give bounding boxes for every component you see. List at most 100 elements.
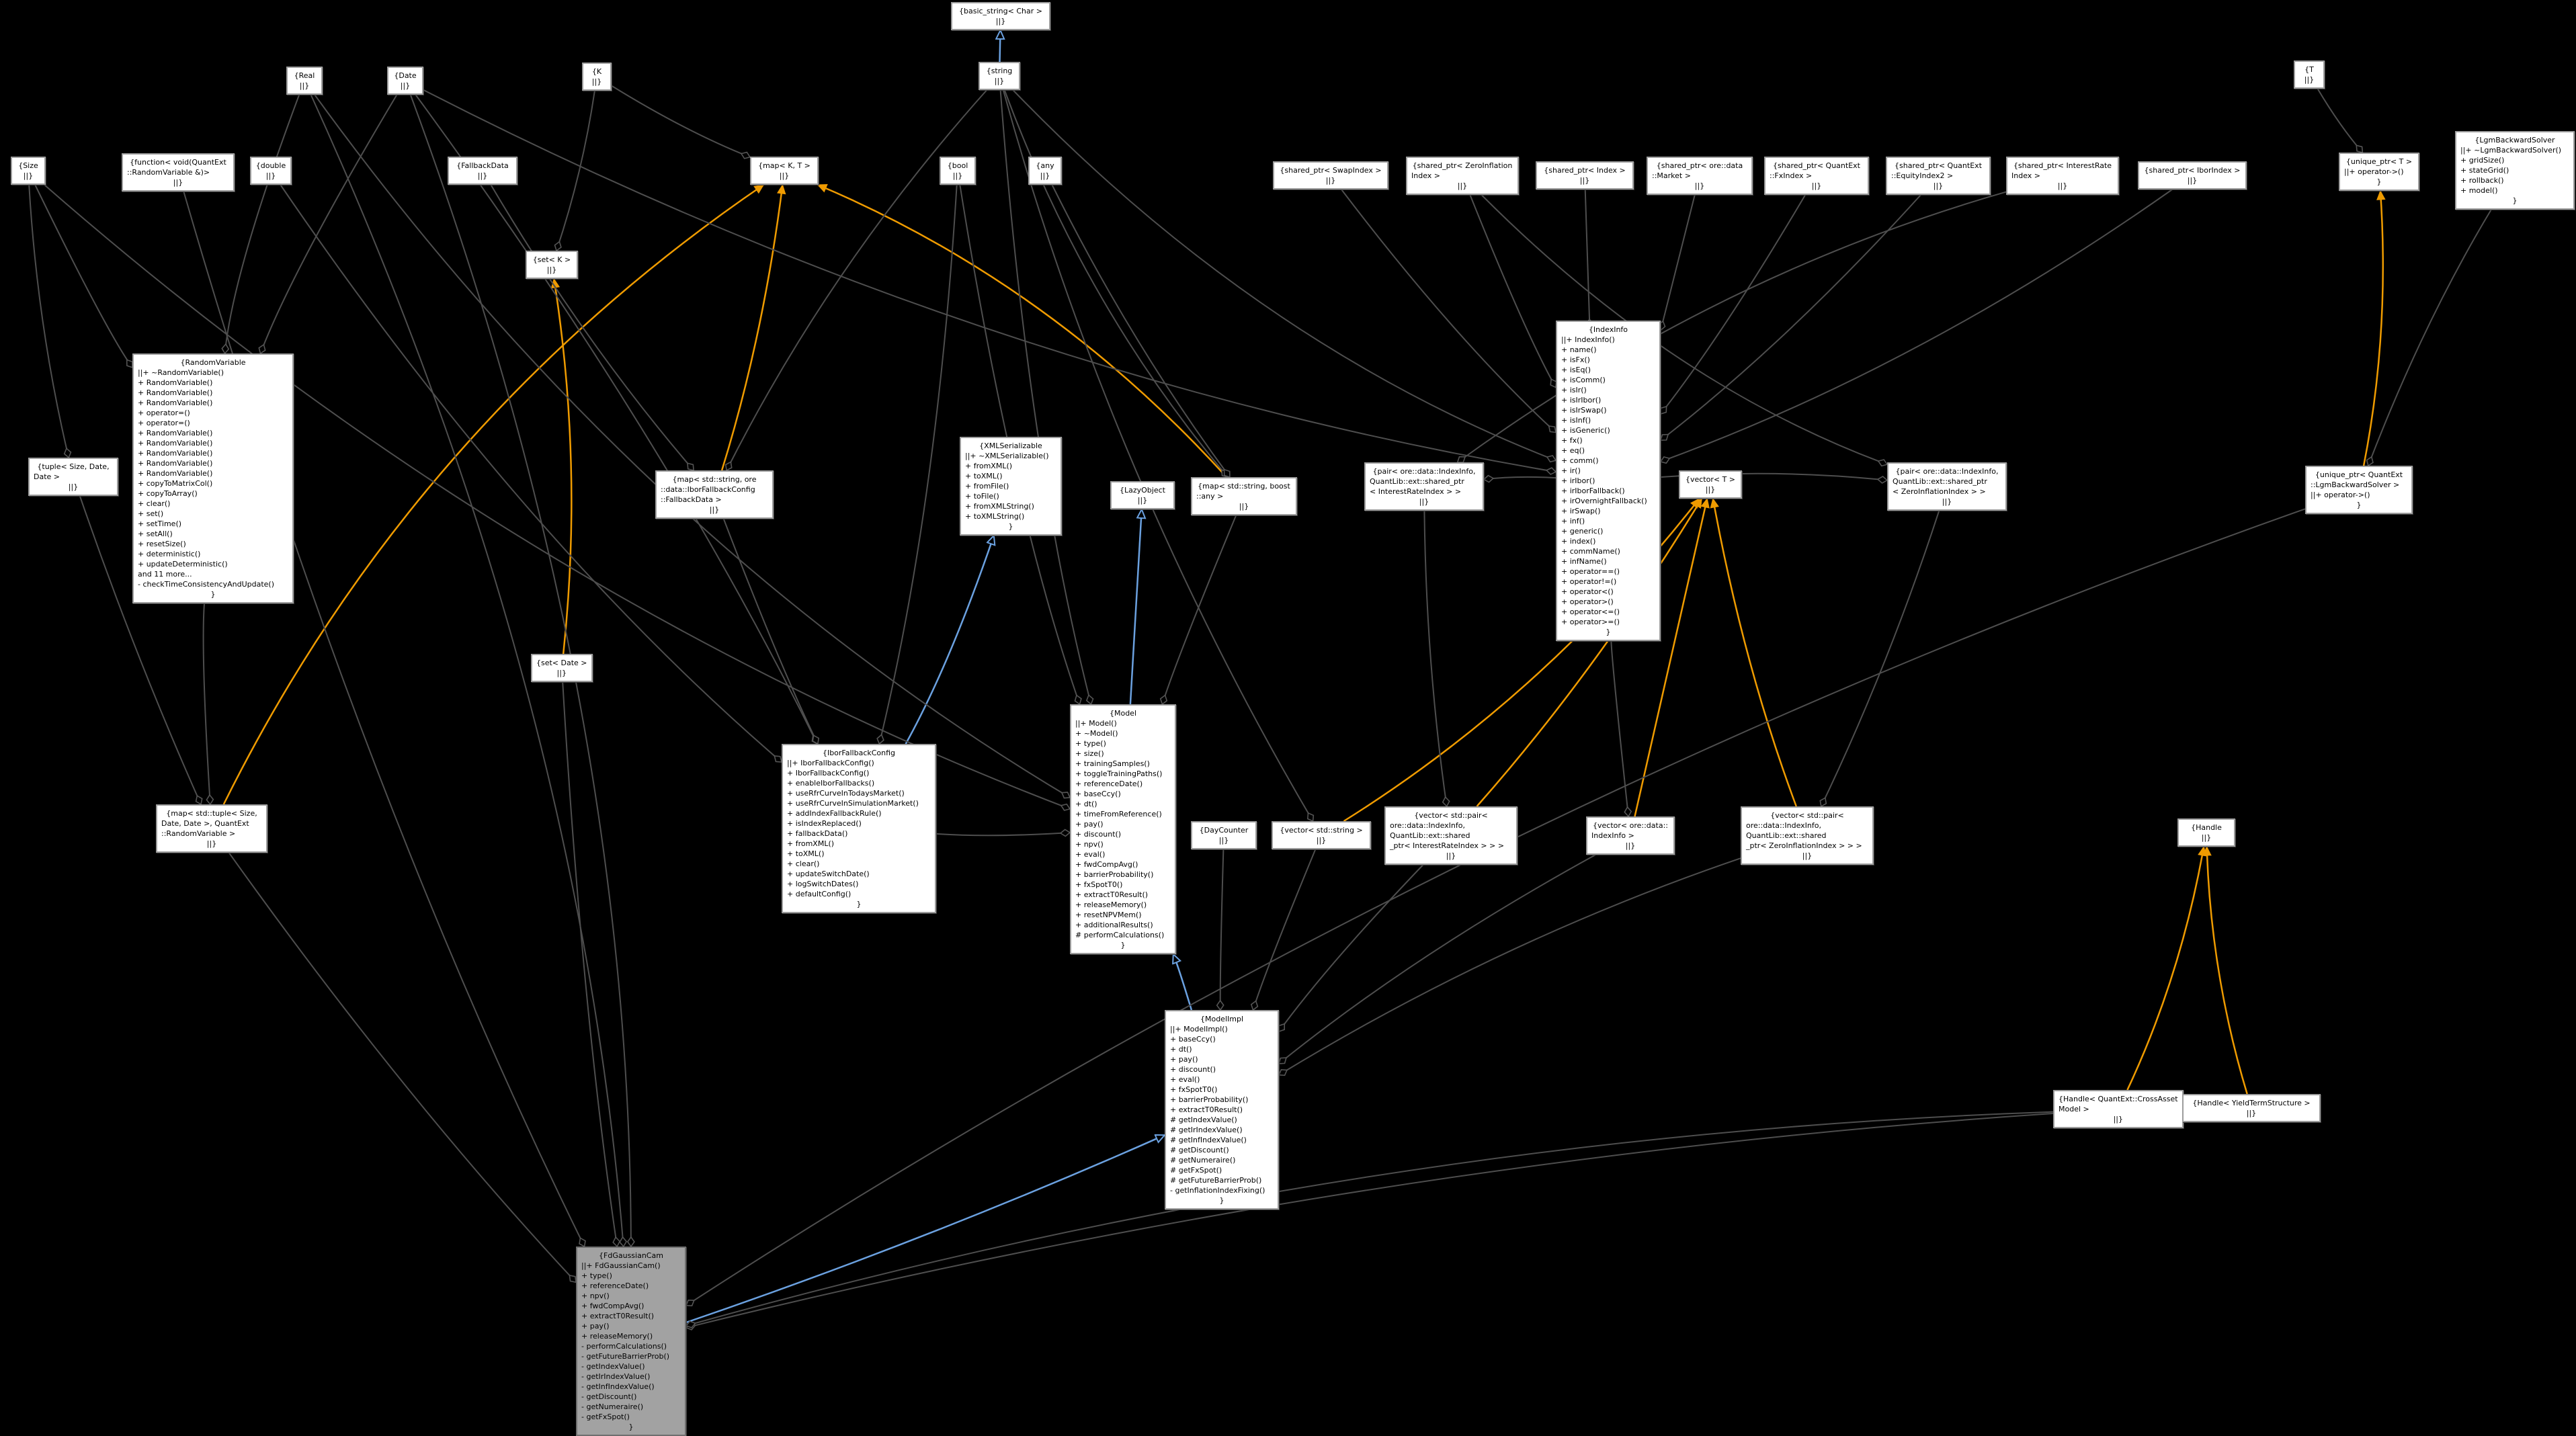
class-member: ::Market > bbox=[1652, 171, 1691, 180]
class-node-tuple[interactable]: {tuple< Size, Date,Date >||} bbox=[28, 458, 118, 496]
class-member: + deterministic() bbox=[138, 550, 201, 558]
edge-usage-string-to-map-string-any bbox=[1003, 89, 1229, 478]
class-node-indexinfo[interactable]: {IndexInfo||+ IndexInfo()+ name()+ isFx(… bbox=[1556, 321, 1661, 641]
class-member: ||} bbox=[2201, 833, 2212, 842]
class-member: - getIrIndexValue() bbox=[581, 1372, 651, 1381]
class-member: ||} bbox=[952, 171, 963, 180]
class-node-vector-pair-zi[interactable]: {vector< std::pair<ore::data::IndexInfo,… bbox=[1741, 806, 1874, 865]
class-member: + barrierProbability() bbox=[1075, 870, 1154, 879]
class-node-set-date[interactable]: {set< Date >||} bbox=[531, 654, 593, 682]
class-node-handle-yieldtermstructure[interactable]: {Handle< YieldTermStructure >||} bbox=[2182, 1094, 2321, 1122]
class-member: # getInfIndexValue() bbox=[1170, 1136, 1247, 1144]
class-title: {function< void(QuantExt bbox=[130, 158, 226, 167]
class-member: } bbox=[628, 1423, 634, 1431]
edge-usage-function-rv-to-fdgaussiancam bbox=[183, 191, 586, 1248]
class-node-real[interactable]: {Real||} bbox=[286, 67, 323, 95]
class-node-set-k[interactable]: {set< K >||} bbox=[526, 251, 578, 279]
class-title: {IborFallbackConfig bbox=[822, 749, 896, 757]
class-node-unique-t[interactable]: {unique_ptr< T >||+ operator->()} bbox=[2339, 153, 2419, 191]
class-member: ||+ IndexInfo() bbox=[1561, 335, 1615, 344]
class-node-map-tuple-rv[interactable]: {map< std::tuple< Size,Date, Date >, Qua… bbox=[156, 804, 267, 853]
edge-usage-sp-swapindex-to-indexinfo bbox=[1341, 189, 1557, 433]
class-node-sp-equityindex2[interactable]: {shared_ptr< QuantExt::EquityIndex2 >||} bbox=[1886, 157, 1991, 195]
class-member: ||} bbox=[1811, 181, 1822, 190]
edge-usage-daycounter-to-modelimpl bbox=[1216, 849, 1224, 1011]
class-node-unique-lgm[interactable]: {unique_ptr< QuantExt::LgmBackwardSolver… bbox=[2305, 466, 2413, 514]
class-member: + operator==() bbox=[1561, 567, 1620, 576]
class-member: + operator>=() bbox=[1561, 618, 1620, 626]
class-node-sp-iborindex[interactable]: {shared_ptr< IborIndex >||} bbox=[2138, 161, 2247, 189]
class-member: + isEq() bbox=[1561, 366, 1591, 374]
class-node-vector-string[interactable]: {vector< std::string >||} bbox=[1272, 821, 1371, 849]
class-node-sp-market[interactable]: {shared_ptr< ore::data::Market >||} bbox=[1647, 157, 1753, 195]
class-node-daycounter[interactable]: {DayCounter||} bbox=[1191, 821, 1257, 849]
class-node-t[interactable]: {T||} bbox=[2294, 60, 2325, 89]
class-member: _ptr< InterestRateIndex > > > bbox=[1390, 841, 1505, 850]
class-member: ::any > bbox=[1196, 492, 1224, 501]
class-node-basic-string[interactable]: {basic_string< Char >||} bbox=[951, 2, 1050, 30]
class-member: + commName() bbox=[1561, 547, 1620, 556]
class-member: + isComm() bbox=[1561, 376, 1606, 384]
class-member: + operator!=() bbox=[1561, 577, 1617, 586]
class-member: + pay() bbox=[581, 1322, 610, 1331]
class-member: ||} bbox=[1040, 171, 1050, 180]
class-member: + useRfrCurveInSimulationMarket() bbox=[787, 799, 919, 808]
class-member: ||+ ~RandomVariable() bbox=[138, 368, 224, 377]
class-node-pair-interestrateindex[interactable]: {pair< ore::data::IndexInfo,QuantLib::ex… bbox=[1364, 462, 1484, 511]
class-member: + extractT0Result() bbox=[1075, 890, 1149, 899]
class-node-map-fallbackdata[interactable]: {map< std::string, ore::data::IborFallba… bbox=[655, 470, 774, 519]
edge-inherit-iborfallbackconfig-to-xmlserializable bbox=[905, 536, 994, 745]
class-node-lgmbackwardsolver[interactable]: {LgmBackwardSolver||+ ~LgmBackwardSolver… bbox=[2455, 131, 2575, 210]
class-node-k[interactable]: {K||} bbox=[582, 62, 612, 91]
class-node-lazyobject[interactable]: {LazyObject||} bbox=[1110, 481, 1175, 509]
class-node-fdgaussiancam[interactable]: {FdGaussianCam||+ FdGaussianCam()+ type(… bbox=[576, 1247, 686, 1436]
class-node-randomvariable[interactable]: {RandomVariable||+ ~RandomVariable()+ Ra… bbox=[132, 353, 294, 603]
edge-template-handle-crossassetmodel-to-handle bbox=[2126, 845, 2207, 1091]
class-node-string[interactable]: {string||} bbox=[979, 62, 1020, 90]
class-node-vector-pair-ir[interactable]: {vector< std::pair<ore::data::IndexInfo,… bbox=[1384, 806, 1518, 865]
class-node-vector-t[interactable]: {vector< T >||} bbox=[1679, 470, 1742, 499]
class-member: + infName() bbox=[1561, 557, 1607, 566]
class-node-fallback-data[interactable]: {FallbackData||} bbox=[448, 157, 517, 185]
class-node-xmlserializable[interactable]: {XMLSerializable||+ ~XMLSerializable()+ … bbox=[960, 437, 1062, 536]
class-member: + fromXMLString() bbox=[965, 502, 1034, 511]
class-member: + RandomVariable() bbox=[138, 439, 213, 448]
edge-usage-double-to-iborfallbackconfig bbox=[280, 184, 783, 763]
class-member: + generic() bbox=[1561, 527, 1604, 536]
class-node-map-kt[interactable]: {map< K, T >||} bbox=[750, 157, 819, 185]
class-node-modelimpl[interactable]: {ModelImpl||+ ModelImpl()+ baseCcy()+ dt… bbox=[1165, 1010, 1279, 1210]
class-node-bool[interactable]: {bool||} bbox=[940, 157, 976, 185]
class-node-double[interactable]: {double||} bbox=[250, 157, 292, 185]
class-node-sp-swapindex[interactable]: {shared_ptr< SwapIndex >||} bbox=[1273, 161, 1388, 189]
class-title: {Handle< QuantExt::CrossAsset bbox=[2059, 1095, 2178, 1103]
class-node-size[interactable]: {Size||} bbox=[11, 157, 46, 185]
class-member: + model() bbox=[2460, 186, 2498, 195]
class-node-sp-fxindex[interactable]: {shared_ptr< QuantExt::FxIndex >||} bbox=[1764, 157, 1869, 195]
class-node-model[interactable]: {Model||+ Model()+ ~Model()+ type()+ siz… bbox=[1070, 704, 1176, 954]
class-node-function-rv[interactable]: {function< void(QuantExt::RandomVariable… bbox=[122, 153, 235, 192]
class-member: + irIborFallback() bbox=[1561, 487, 1625, 495]
class-member: ::data::IborFallbackConfig bbox=[661, 485, 755, 494]
class-node-vector-indexinfo[interactable]: {vector< ore::data::IndexInfo >||} bbox=[1586, 816, 1675, 855]
class-title: {Real bbox=[294, 71, 315, 80]
class-node-handle[interactable]: {Handle||} bbox=[2177, 818, 2235, 847]
class-node-sp-index[interactable]: {shared_ptr< Index >||} bbox=[1536, 161, 1634, 189]
class-member: + RandomVariable() bbox=[138, 449, 213, 458]
class-member: + updateDeterministic() bbox=[138, 560, 228, 568]
class-node-any[interactable]: {any||} bbox=[1028, 157, 1062, 185]
class-member: + defaultConfig() bbox=[787, 890, 851, 898]
class-node-pair-zeroinflationindex[interactable]: {pair< ore::data::IndexInfo,QuantLib::ex… bbox=[1887, 462, 2007, 511]
class-member: + RandomVariable() bbox=[138, 469, 213, 478]
class-node-iborfallbackconfig[interactable]: {IborFallbackConfig||+ IborFallbackConfi… bbox=[782, 744, 936, 913]
class-node-map-string-any[interactable]: {map< std::string, boost::any >||} bbox=[1191, 477, 1297, 515]
class-member: - checkTimeConsistencyAndUpdate() bbox=[138, 580, 275, 589]
class-member: + resetNPVMem() bbox=[1075, 911, 1142, 919]
edge-usage-t-to-unique-t bbox=[2317, 88, 2364, 154]
class-node-date[interactable]: {Date||} bbox=[387, 67, 423, 95]
class-title: {any bbox=[1036, 161, 1054, 170]
class-member: ||} bbox=[1316, 836, 1327, 845]
edge-template-map-string-any-to-map-kt bbox=[817, 183, 1228, 478]
